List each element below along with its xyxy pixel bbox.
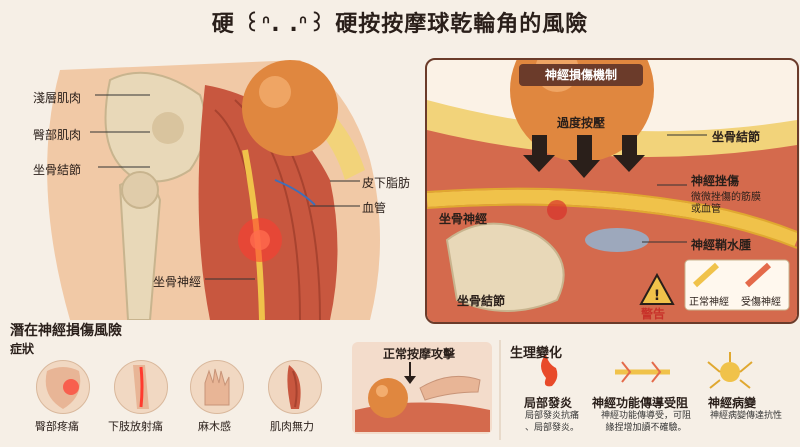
blood-vessel-line <box>274 179 316 206</box>
label-sciatic-nerve-right: 坐骨神經 <box>439 212 488 226</box>
label-nerve-contusion-desc-2: 或血管 <box>691 204 721 215</box>
label-blood-vessel: 血管 <box>362 201 387 215</box>
fat-layer-right <box>427 100 797 157</box>
nerve-swelling <box>585 228 649 252</box>
symptom-icon-numbness <box>190 360 244 414</box>
label-subcutaneous-fat: 皮下脂肪 <box>362 176 411 190</box>
massage-attack-title: 正常按摩攻擊 <box>383 347 456 361</box>
label-warning: 警告 <box>641 307 666 321</box>
nerve-conduction-desc-1: 神經功能傳導受，可阻 <box>600 411 691 421</box>
label-nerve-contusion: 神經挫傷 <box>691 174 740 188</box>
nerve-injury-illustration: ! <box>427 60 797 322</box>
label-ischial-tuberosity-top: 坐骨結節 <box>712 130 761 144</box>
nerve-bundle <box>427 189 797 247</box>
warning-icon <box>639 272 675 305</box>
neuropathy-desc-1: 神經病變傳達抗性 <box>709 411 782 421</box>
pelvis-foramen <box>152 112 184 144</box>
bone-right <box>445 222 565 312</box>
attack-hand <box>419 375 481 401</box>
label-glute-muscle: 臀部肌肉 <box>33 128 82 142</box>
page-title: 硬 ꒰ᐢ. .ᐢ꒱ 硬按按摩球乾輪角的風險 <box>211 12 589 37</box>
symptom-icon-buttock-pain <box>36 360 90 414</box>
physio-title: 生理變化 <box>510 346 563 361</box>
massage-ball <box>242 60 338 156</box>
arrow-1 <box>523 135 555 172</box>
nerve-injury-mechanism-panel: ! 神經損傷機制 過度按壓 坐骨結節 坐骨神經 坐骨結節 神經挫傷 微微挫傷的筋… <box>425 58 799 324</box>
nerve-conduction-desc-2: 緣捏增加讀不確驗。 <box>605 423 687 433</box>
label-sciatic-nerve: 坐骨神經 <box>153 275 202 289</box>
label-ischial-tuberosity: 坐骨結節 <box>33 163 82 177</box>
label-nerve-contusion-desc-1: 微微挫傷的筋膜 <box>691 192 761 203</box>
symptom-label-1: 臀部疼痛 <box>35 420 79 433</box>
label-ischial-tuberosity-bottom: 坐骨結節 <box>457 294 506 308</box>
label-normal-nerve: 正常神經 <box>689 297 729 308</box>
panel-header: 神經損傷機制 <box>519 64 643 86</box>
symptom-label-4: 肌肉無力 <box>270 420 314 433</box>
label-injured-nerve: 受傷神經 <box>741 297 781 308</box>
neuropathy-icon <box>720 362 740 382</box>
injured-nerve-icon <box>744 262 772 288</box>
neuropathy-title: 神經病變 <box>708 396 757 410</box>
local-inflammation-desc-1: 局部發炎抗痛 <box>524 411 579 421</box>
local-inflammation-desc-2: 、局部發炎。 <box>524 423 579 433</box>
symptoms-title: 症狀 <box>10 342 35 356</box>
arrow-2 <box>568 135 600 178</box>
label-excess-pressure: 過度按壓 <box>557 116 606 130</box>
label-superficial-muscle: 淺層肌肉 <box>33 91 82 105</box>
attack-ball <box>368 378 408 418</box>
label-nerve-sheath-edema: 神經鞘水腫 <box>691 238 752 252</box>
contusion-spot <box>547 200 567 220</box>
femur-head <box>121 171 159 209</box>
nerve-conduction-title: 神經功能傳導受阻 <box>592 396 689 410</box>
symptom-icon-muscle-weakness <box>268 360 322 414</box>
normal-nerve-icon <box>692 262 720 288</box>
arrow-3 <box>613 135 645 172</box>
symptom-label-2: 下肢放射痛 <box>108 420 163 433</box>
local-inflammation-title: 局部發炎 <box>524 396 573 410</box>
hip-anatomy-illustration <box>47 60 381 320</box>
bottom-section-title: 潛在神經損傷風險 <box>10 323 122 339</box>
symptom-icon-radiating-pain <box>114 360 168 414</box>
svg-text:!: ! <box>654 288 660 304</box>
symptom-label-3: 麻木感 <box>198 420 231 433</box>
